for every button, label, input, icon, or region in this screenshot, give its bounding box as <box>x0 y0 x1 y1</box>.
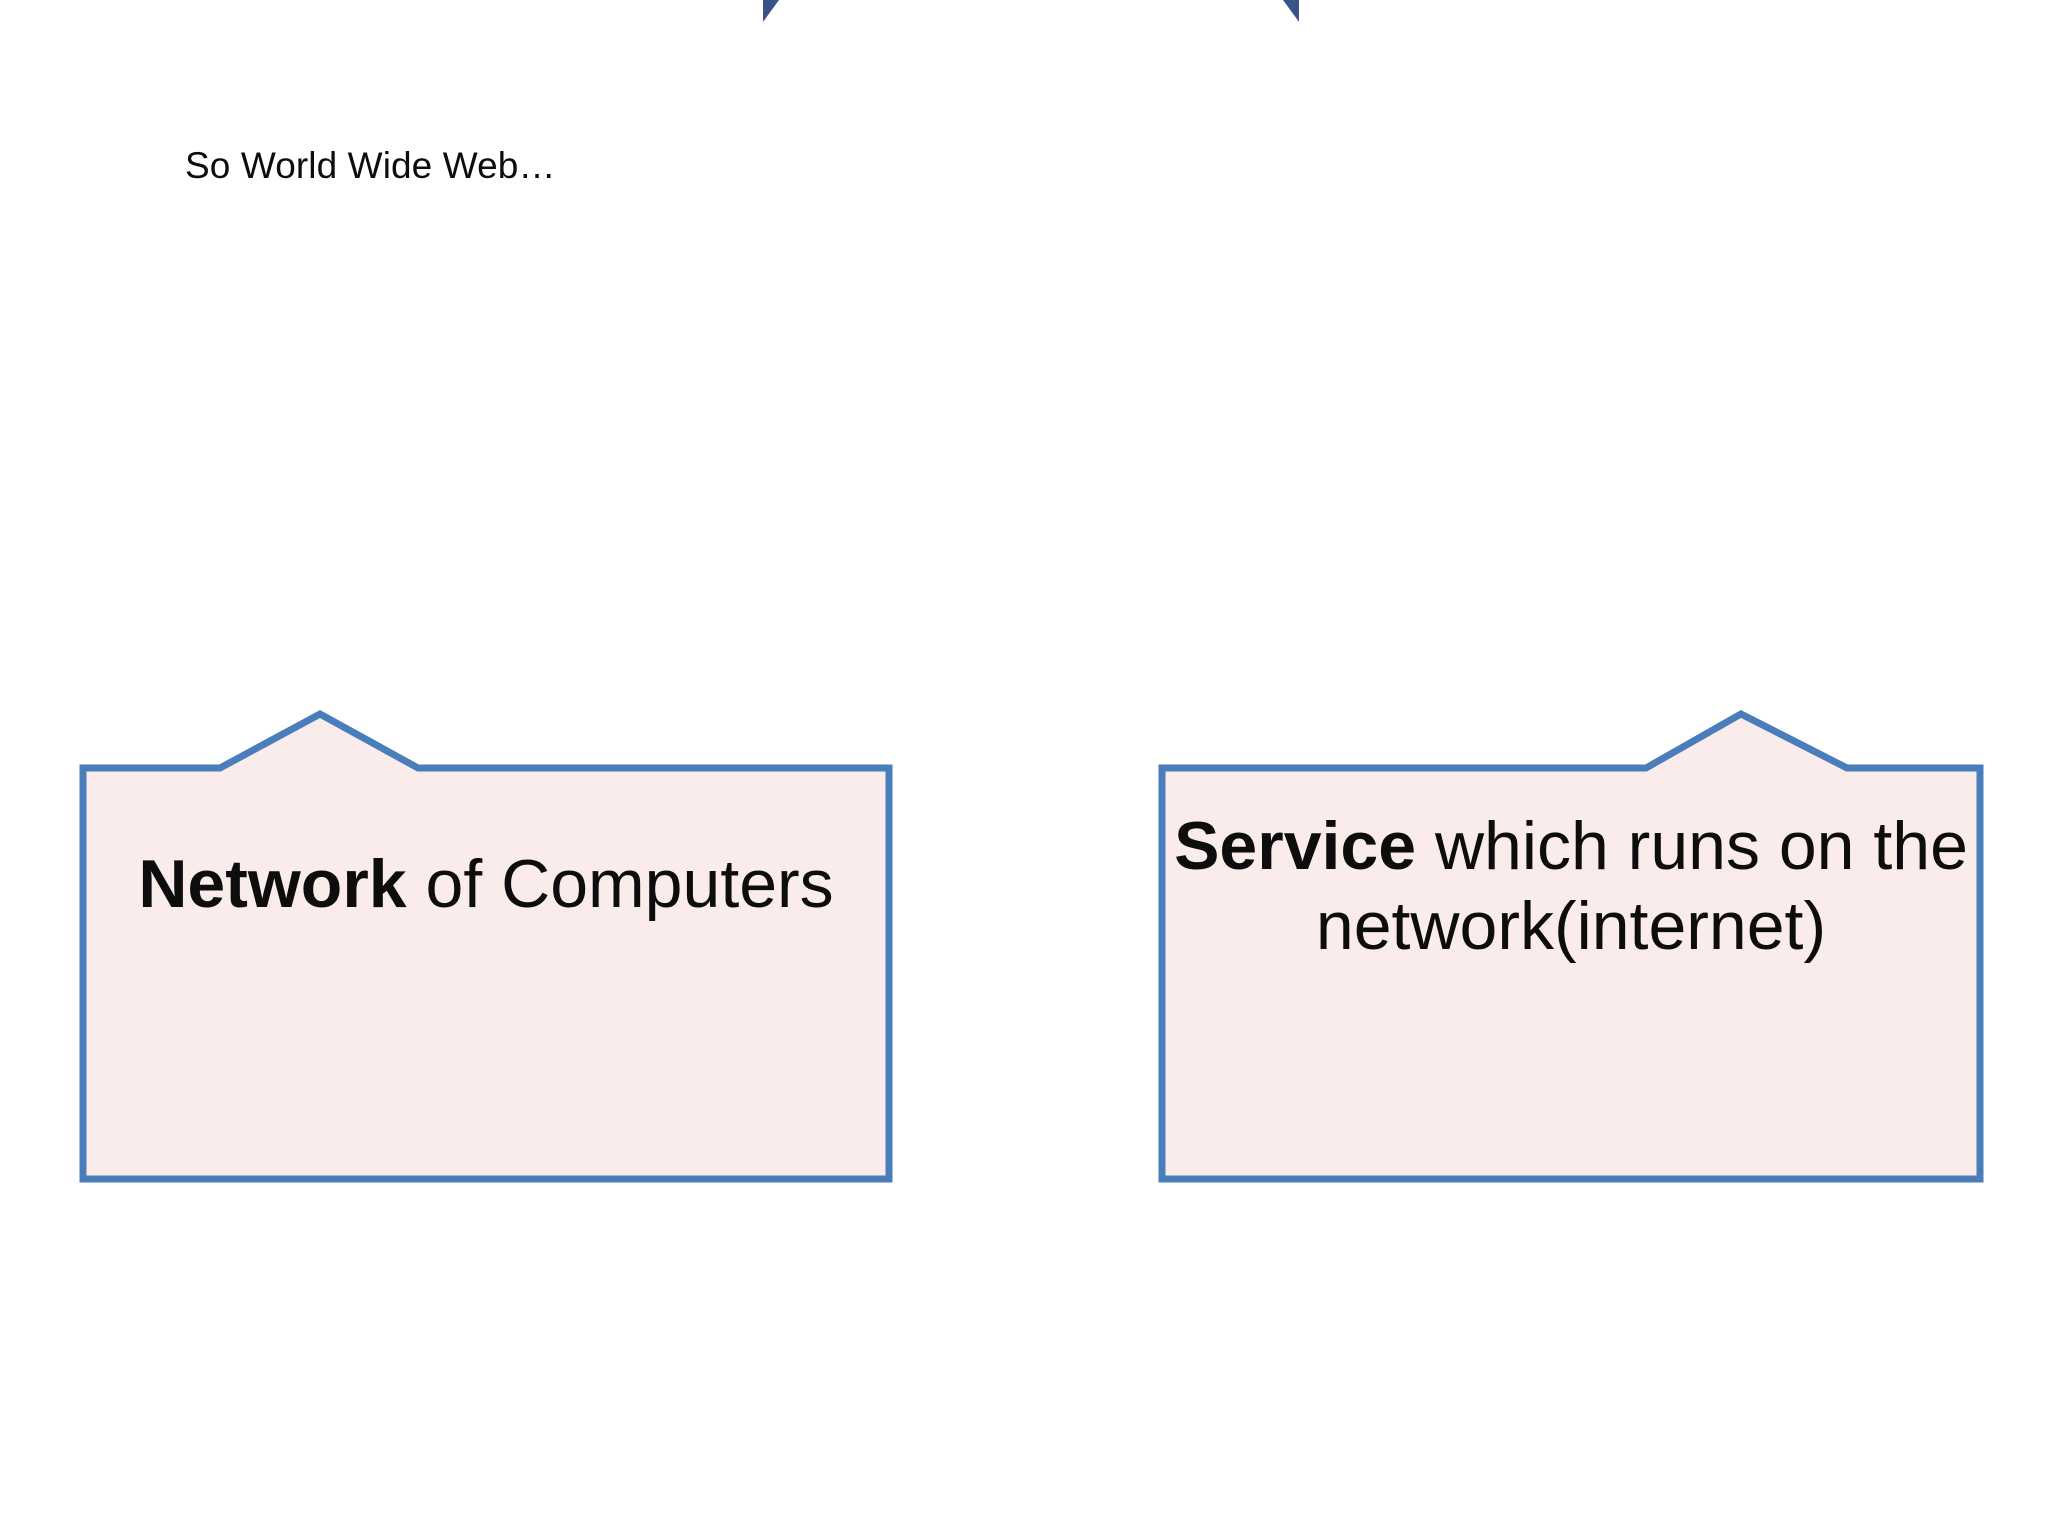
top-shape-fragment-left <box>763 0 779 22</box>
callout-service[interactable]: Service which runs on the network(intern… <box>1157 706 1985 1184</box>
slide-heading: So World Wide Web… <box>185 145 556 186</box>
callout-service-shape <box>1158 710 1984 1183</box>
callout-network-text: Network of Computers <box>78 844 894 924</box>
callout-network-bold: Network <box>138 846 407 922</box>
callout-network-shape <box>79 710 893 1183</box>
callout-network[interactable]: Network of Computers <box>78 706 894 1184</box>
callout-service-bold: Service <box>1174 808 1417 884</box>
callout-service-text: Service which runs on the network(intern… <box>1157 806 1985 966</box>
top-shape-fragment-right <box>1283 0 1299 22</box>
callout-service-rest: which runs on the network(internet) <box>1315 808 1968 965</box>
callout-network-rest: of Computers <box>406 846 834 922</box>
